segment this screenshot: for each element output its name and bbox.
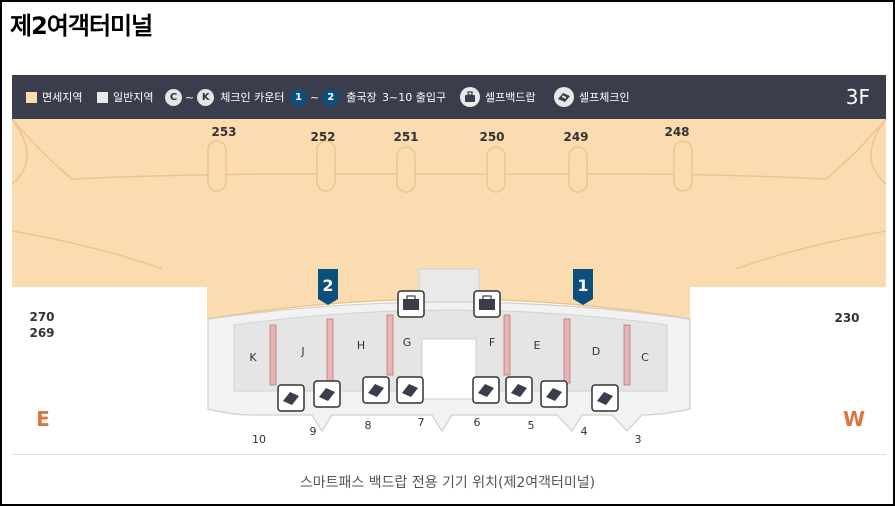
counter-label: D — [592, 345, 600, 358]
self-checkin-icon — [505, 376, 533, 404]
bag-drop-icon — [473, 290, 501, 318]
legend-self-bagdrop-label: 셀프백드랍 — [485, 91, 536, 104]
legend-checkin-label: 체크인 카운터 — [220, 91, 285, 104]
legend-self-checkin-label: 셀프체크인 — [579, 91, 630, 104]
legend-checkin: C ~ K 체크인 카운터 — [162, 75, 284, 119]
counter-label: C — [641, 351, 649, 364]
legend-general: 일반지역 — [97, 75, 153, 119]
entrance-label: 7 — [418, 416, 425, 429]
self-checkin-icon — [362, 376, 390, 404]
departure-marker-1: 1 — [573, 269, 593, 305]
counter-label: G — [403, 336, 412, 349]
map-caption: 스마트패스 백드랍 전용 기기 위치(제2여객터미널) — [299, 475, 596, 491]
entrance-label: 3 — [635, 433, 642, 446]
entrance-label: 9 — [310, 425, 317, 438]
duty-free-area — [12, 119, 886, 320]
entrance-label: 5 — [528, 419, 535, 432]
self-checkin-icon — [591, 384, 619, 412]
entrance-label: 6 — [474, 416, 481, 429]
gate-label: 252 — [310, 130, 335, 144]
entrance-label: 4 — [581, 425, 588, 438]
departure-marker-2: 2 — [318, 269, 338, 305]
legend-duty-free: 면세지역 — [26, 75, 82, 119]
self-checkin-icon — [396, 376, 424, 404]
counter-label: J — [300, 345, 304, 358]
legend-departure: 1 ~ 2 출국장 — [287, 75, 377, 119]
legend-departure-label: 출국장 — [346, 91, 377, 104]
terminal-map: 2 1 — [12, 119, 886, 454]
self-checkin-icon — [554, 87, 574, 107]
side-gate-label: 270 — [29, 310, 54, 324]
counter-label: F — [489, 336, 495, 349]
departure-from-badge: 1 — [290, 88, 307, 106]
legend-self-checkin: 셀프체크인 — [554, 75, 630, 119]
counter-label: H — [357, 339, 365, 352]
departure-to-badge: 2 — [322, 88, 340, 106]
departure-tilde: ~ — [310, 90, 320, 104]
direction-west: W — [843, 407, 865, 431]
side-gate-label: 230 — [834, 311, 859, 325]
general-swatch — [97, 91, 108, 103]
gate-label: 250 — [479, 130, 504, 144]
self-checkin-icon — [472, 376, 500, 404]
checkin-to-badge: K — [197, 88, 215, 106]
legend-self-bagdrop: 셀프백드랍 — [460, 75, 536, 119]
departure-label-1: 1 — [577, 276, 588, 295]
self-checkin-icon — [313, 380, 341, 408]
bag-drop-icon — [397, 290, 425, 318]
departure-label-2: 2 — [322, 276, 333, 295]
checkin-from-badge: C — [165, 88, 182, 106]
page-title: 제2여객터미널 — [10, 12, 153, 40]
self-checkin-icon — [277, 384, 305, 412]
legend-entrance-label: 3~10 출입구 — [382, 91, 447, 104]
legend-duty-free-label: 면세지역 — [42, 91, 83, 104]
gate-label: 251 — [393, 130, 418, 144]
gate-label: 249 — [563, 130, 588, 144]
map-legend: 면세지역 일반지역 C ~ K 체크인 카운터 1 ~ 2 출국장 3~10 출… — [12, 75, 886, 119]
legend-general-label: 일반지역 — [113, 91, 154, 104]
bag-drop-icon — [460, 87, 480, 107]
counter-label: E — [534, 339, 541, 352]
checkin-tilde: ~ — [185, 90, 195, 104]
gate-label: 248 — [664, 125, 689, 139]
floor-indicator: 3F — [845, 85, 870, 109]
gate-label: 253 — [211, 125, 236, 139]
counter-label: K — [249, 351, 257, 364]
duty-free-swatch — [26, 91, 37, 103]
direction-east: E — [36, 407, 50, 431]
terminal-map-svg: 2 1 — [12, 119, 886, 446]
side-gate-label: 269 — [29, 326, 54, 340]
entrance-label: 10 — [252, 433, 266, 446]
legend-entrance: 3~10 출입구 — [382, 75, 446, 119]
entrance-label: 8 — [365, 419, 372, 432]
self-checkin-icon — [540, 380, 568, 408]
caption-divider — [12, 454, 886, 455]
